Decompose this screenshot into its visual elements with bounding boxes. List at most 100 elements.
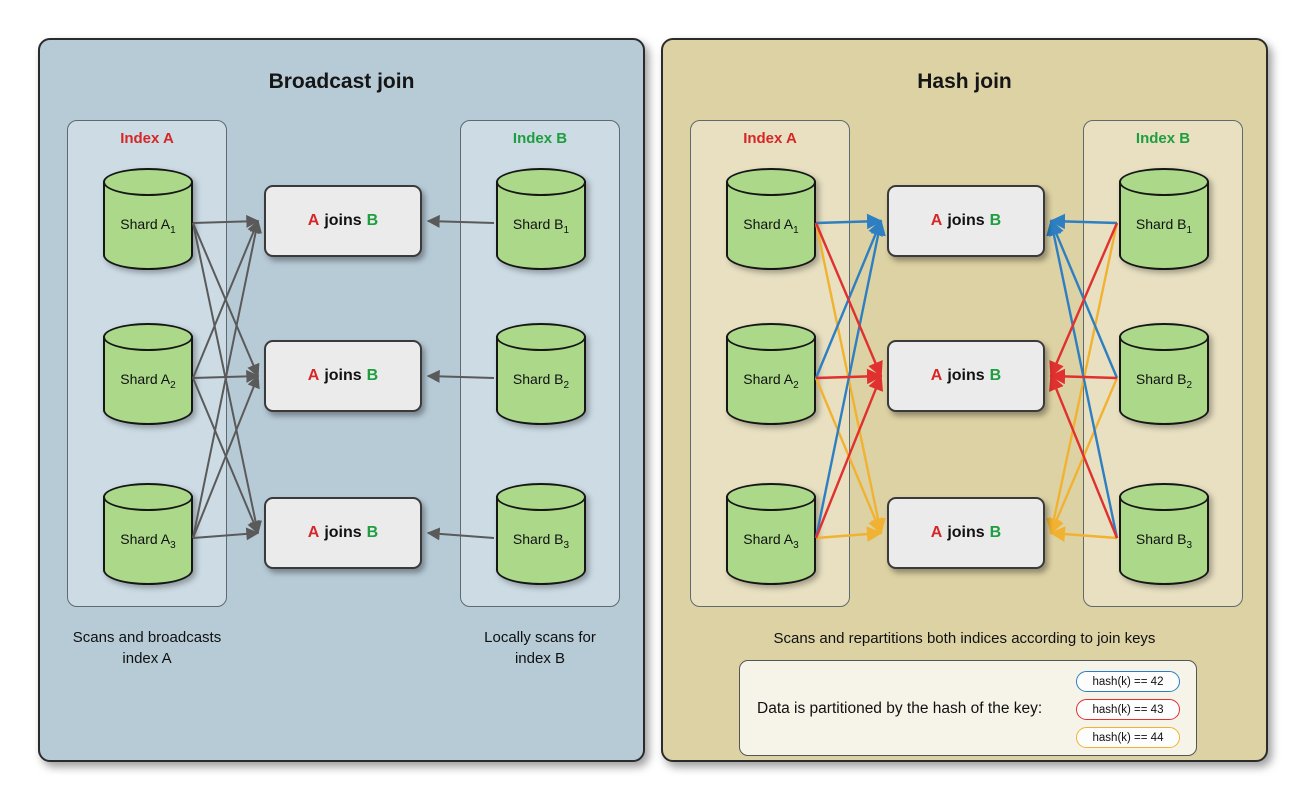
cylinder-top	[1119, 483, 1209, 511]
shard-label: Shard B2	[1119, 371, 1209, 391]
broadcast-join-box-3: A joins B	[264, 497, 422, 569]
join-label-b: B	[989, 367, 1002, 384]
shard-label: Shard A2	[726, 371, 816, 391]
shard-label: Shard B1	[496, 216, 586, 236]
shard-label: Shard A2	[103, 371, 193, 391]
cylinder-top	[496, 168, 586, 196]
shard-name: Shard A	[120, 531, 171, 547]
shard-label: Shard B3	[496, 531, 586, 551]
cylinder-top	[496, 323, 586, 351]
shard-label: Shard B1	[1119, 216, 1209, 236]
shard-cylinder-a1: Shard A1	[726, 168, 816, 270]
legend-text: Data is partitioned by the hash of the k…	[757, 700, 1043, 717]
shard-subscript: 3	[1186, 539, 1193, 551]
shard-subscript: 2	[563, 379, 570, 391]
legend-pill-hash-44: hash(k) == 44	[1076, 727, 1180, 748]
hash-caption: Scans and repartitions both indices acco…	[773, 630, 1156, 647]
broadcast-panel-title: Broadcast join	[268, 70, 415, 93]
shard-subscript: 3	[793, 539, 799, 551]
join-label-b: B	[989, 212, 1002, 229]
shard-subscript: 3	[563, 539, 570, 551]
join-label-mid: joins	[324, 212, 362, 229]
cylinder-top	[726, 483, 816, 511]
join-label-mid: joins	[947, 524, 985, 541]
shard-cylinder-a3: Shard A3	[103, 483, 193, 585]
shard-subscript: 2	[1186, 379, 1193, 391]
shard-cylinder-b3: Shard B3	[496, 483, 586, 585]
shard-name: Shard A	[743, 531, 794, 547]
shard-subscript: 1	[170, 224, 176, 236]
shard-cylinder-b1: Shard B1	[1119, 168, 1209, 270]
caption-line: Locally scans for	[484, 629, 596, 646]
join-label-b: B	[366, 524, 379, 541]
hash-join-box-1: A joins B	[887, 185, 1045, 257]
hash-index-a-group: Index A Shard A1 Shard A2 Shard A3	[690, 120, 850, 607]
caption-line: index A	[122, 650, 172, 667]
legend-pill-hash-42: hash(k) == 42	[1076, 671, 1180, 692]
join-label-a: A	[930, 524, 943, 541]
hash-join-box-2: A joins B	[887, 340, 1045, 412]
cylinder-top	[726, 323, 816, 351]
broadcast-join-box-1: A joins B	[264, 185, 422, 257]
shard-name: Shard B	[512, 531, 564, 547]
shard-cylinder-b2: Shard B2	[496, 323, 586, 425]
shard-name: Shard A	[120, 216, 171, 232]
shard-name: Shard A	[743, 216, 794, 232]
broadcast-index-a-group: Index A Shard A1 Shard A2 Shard A3	[67, 120, 227, 607]
shard-label: Shard A1	[103, 216, 193, 236]
index-a-title: Index A	[120, 130, 174, 147]
index-b-title: Index B	[1135, 130, 1191, 147]
join-label-mid: joins	[324, 367, 362, 384]
hash-panel-title: Hash join	[917, 70, 1012, 93]
shard-subscript: 2	[793, 379, 799, 391]
shard-name: Shard B	[1135, 531, 1187, 547]
shard-name: Shard B	[1135, 371, 1187, 387]
broadcast-index-b-group: Index B Shard B1 Shard B2 Shard B3	[460, 120, 620, 607]
shard-cylinder-a1: Shard A1	[103, 168, 193, 270]
shard-cylinder-b3: Shard B3	[1119, 483, 1209, 585]
legend-pill-hash-43: hash(k) == 43	[1076, 699, 1180, 720]
broadcast-join-box-2: A joins B	[264, 340, 422, 412]
join-label-a: A	[307, 367, 320, 384]
shard-label: Shard B3	[1119, 531, 1209, 551]
join-label-a: A	[930, 367, 943, 384]
cylinder-top	[1119, 168, 1209, 196]
broadcast-join-panel: Broadcast join Index A Shard A1 Shard A2…	[38, 38, 645, 762]
shard-label: Shard A3	[726, 531, 816, 551]
cylinder-top	[103, 323, 193, 351]
shard-label: Shard A1	[726, 216, 816, 236]
cylinder-top	[103, 168, 193, 196]
join-label-mid: joins	[324, 524, 362, 541]
shard-label: Shard B2	[496, 371, 586, 391]
join-label-a: A	[930, 212, 943, 229]
shard-cylinder-a3: Shard A3	[726, 483, 816, 585]
shard-subscript: 2	[170, 379, 176, 391]
broadcast-caption-index-b: Locally scans for index B	[440, 627, 640, 669]
caption-line: index B	[514, 650, 566, 667]
shard-name: Shard B	[512, 371, 564, 387]
cylinder-top	[496, 483, 586, 511]
cylinder-top	[103, 483, 193, 511]
shard-name: Shard B	[1135, 216, 1187, 232]
shard-cylinder-a2: Shard A2	[726, 323, 816, 425]
join-label-b: B	[989, 524, 1002, 541]
caption-line: Scans and broadcasts	[72, 629, 222, 646]
index-a-title: Index A	[743, 130, 797, 147]
join-label-mid: joins	[947, 367, 985, 384]
hash-join-panel: Hash join Index A Shard A1 Shard A2 Shar…	[661, 38, 1268, 762]
shard-name: Shard A	[743, 371, 794, 387]
hash-join-box-3: A joins B	[887, 497, 1045, 569]
shard-name: Shard A	[120, 371, 171, 387]
shard-cylinder-b1: Shard B1	[496, 168, 586, 270]
join-label-mid: joins	[947, 212, 985, 229]
shard-label: Shard A3	[103, 531, 193, 551]
shard-cylinder-a2: Shard A2	[103, 323, 193, 425]
shard-subscript: 3	[170, 539, 176, 551]
cylinder-body	[1119, 336, 1209, 425]
join-label-a: A	[307, 524, 320, 541]
join-label-b: B	[366, 367, 379, 384]
join-label-b: B	[366, 212, 379, 229]
index-b-title: Index B	[512, 130, 568, 147]
cylinder-top	[1119, 323, 1209, 351]
